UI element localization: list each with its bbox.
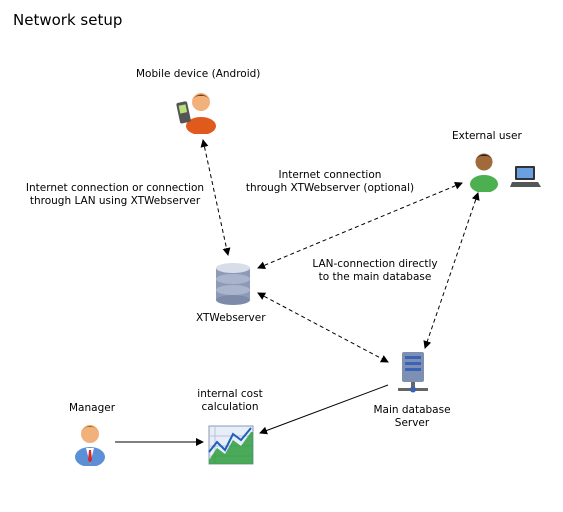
edge-label-external-webserver-line2: through XTWebserver (optional)	[245, 182, 415, 194]
dbserver-label: Main database Server	[362, 404, 462, 430]
edge-dbserver-cost	[259, 384, 389, 435]
edge-label-lan-db: LAN-connection directly to the main data…	[300, 258, 450, 284]
chart-icon	[208, 425, 254, 465]
edge-external-dbserver	[423, 192, 480, 349]
edge-label-mobile-webserver-line1: Internet connection or connection	[25, 182, 205, 194]
external-user-icon	[470, 153, 498, 192]
external-user-label: External user	[452, 130, 522, 142]
edge-label-mobile-webserver: Internet connection or connection throug…	[20, 182, 210, 208]
edge-webserver-dbserver	[257, 292, 389, 363]
edge-label-external-webserver: Internet connection through XTWebserver …	[230, 169, 430, 195]
mobile-device-label: Mobile device (Android)	[136, 68, 261, 80]
webserver-label: XTWebserver	[196, 312, 266, 324]
page-title: Network setup	[13, 11, 123, 29]
manager-user-icon	[75, 425, 105, 466]
database-server-tower-icon	[398, 352, 428, 393]
cost-calc-label-line1: internal cost	[197, 388, 263, 400]
dbserver-label-line2: Server	[394, 417, 430, 429]
database-server-icon	[216, 263, 250, 305]
dbserver-label-line1: Main database	[373, 404, 451, 416]
cost-calc-label: internal cost calculation	[180, 388, 280, 414]
cost-calc-label-line2: calculation	[201, 401, 259, 413]
edge-label-lan-db-line2: to the main database	[318, 271, 432, 283]
laptop-icon	[510, 166, 541, 187]
edge-mobile-webserver	[200, 139, 231, 256]
edge-label-lan-db-line1: LAN-connection directly	[312, 258, 438, 270]
mobile-user-icon	[176, 93, 216, 134]
edge-label-mobile-webserver-line2: through LAN using XTWebserver	[29, 195, 201, 207]
manager-label: Manager	[69, 402, 116, 414]
edge-external-webserver	[257, 182, 463, 269]
edge-label-external-webserver-line1: Internet connection	[278, 169, 382, 181]
